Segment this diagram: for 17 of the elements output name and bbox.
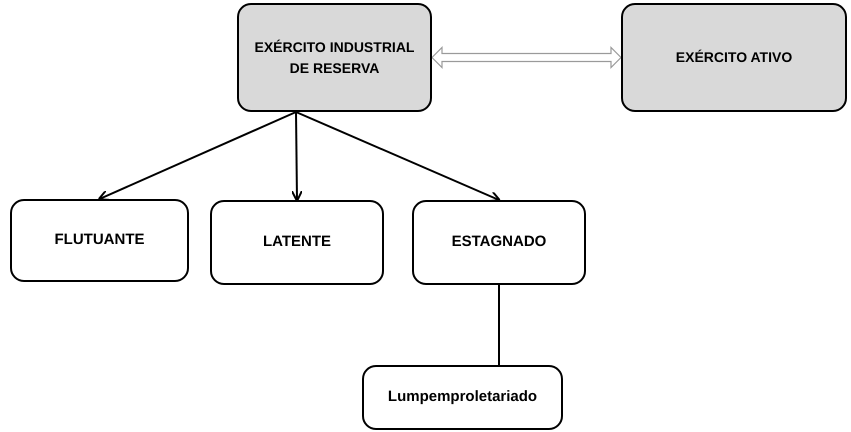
- box-label: EXÉRCITO ATIVO: [674, 48, 794, 67]
- category-box: [237, 3, 432, 112]
- box-label: LATENTE: [262, 232, 332, 252]
- box-label: ESTAGNADO: [450, 232, 548, 252]
- box-label: EXÉRCITO INDUSTRIAL DE RESERVA: [254, 38, 416, 78]
- subcategory-box: [10, 199, 189, 282]
- subcategory-box: [362, 365, 563, 430]
- box-label: FLUTUANTE: [54, 230, 146, 250]
- category-box: [621, 3, 847, 112]
- double-arrow: [431, 46, 622, 69]
- box-label: Lumpemproletariado: [386, 387, 538, 408]
- arrow: [296, 111, 501, 202]
- subcategory-box: [210, 200, 384, 285]
- subcategory-box: [412, 200, 586, 285]
- arrow: [290, 112, 303, 202]
- arrow: [98, 111, 296, 201]
- connector-line: [498, 285, 500, 365]
